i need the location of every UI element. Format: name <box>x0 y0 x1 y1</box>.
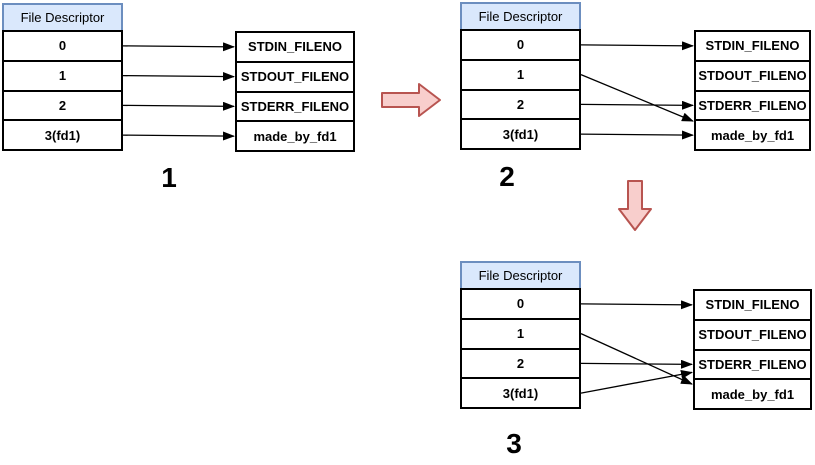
file-box-STDOUT_FILENO: STDOUT_FILENO <box>693 318 812 351</box>
connector-arrow-fd3(fd1)-to-STDERR_FILENO <box>580 369 693 394</box>
down-arrow-icon <box>618 180 652 231</box>
connector-arrow-fd2-to-STDERR_FILENO <box>580 359 693 369</box>
fd-row-1: 1 <box>2 59 123 92</box>
fd-row-3(fd1): 3(fd1) <box>460 118 581 150</box>
fd-row-2: 2 <box>2 89 123 122</box>
connector-arrow-fd0-to-STDIN_FILENO <box>580 300 693 310</box>
file-box-STDERR_FILENO: STDERR_FILENO <box>235 90 355 123</box>
fd-row-2: 2 <box>460 88 581 121</box>
file-box-STDIN_FILENO: STDIN_FILENO <box>693 289 812 321</box>
connector-arrow-fd2-to-STDERR_FILENO <box>122 101 235 111</box>
file-box-made_by_fd1: made_by_fd1 <box>235 120 355 152</box>
connector-arrow-fd2-to-STDERR_FILENO <box>580 100 694 110</box>
connector-arrow-fd0-to-STDIN_FILENO <box>580 41 694 51</box>
diagram-label-2: 2 <box>499 161 515 192</box>
fd-row-0: 0 <box>460 288 581 320</box>
fd-row-3(fd1): 3(fd1) <box>460 377 581 409</box>
connector-arrow-fd1-to-made_by_fd1 <box>580 333 693 385</box>
file-box-STDOUT_FILENO: STDOUT_FILENO <box>694 59 811 92</box>
fd-row-1: 1 <box>460 58 581 91</box>
fd-row-0: 0 <box>2 30 123 62</box>
file-box-STDERR_FILENO: STDERR_FILENO <box>693 348 812 381</box>
file-box-STDIN_FILENO: STDIN_FILENO <box>235 31 355 63</box>
right-arrow-icon <box>381 83 441 117</box>
connector-arrow-fd0-to-STDIN_FILENO <box>122 42 235 52</box>
fd-row-3(fd1): 3(fd1) <box>2 119 123 151</box>
file-box-STDOUT_FILENO: STDOUT_FILENO <box>235 60 355 93</box>
fd-row-2: 2 <box>460 347 581 380</box>
fd-table-header: File Descriptor <box>460 2 581 31</box>
file-box-STDERR_FILENO: STDERR_FILENO <box>694 89 811 122</box>
connector-arrow-fd3(fd1)-to-made_by_fd1 <box>580 130 694 140</box>
fd-row-1: 1 <box>460 317 581 350</box>
fd-row-0: 0 <box>460 29 581 61</box>
connector-arrow-fd3(fd1)-to-made_by_fd1 <box>122 131 235 141</box>
file-box-STDIN_FILENO: STDIN_FILENO <box>694 30 811 62</box>
fd-table-header: File Descriptor <box>2 3 123 32</box>
connector-arrow-fd1-to-made_by_fd1 <box>580 74 694 122</box>
diagram-label-1: 1 <box>161 162 177 193</box>
file-box-made_by_fd1: made_by_fd1 <box>693 378 812 410</box>
file-box-made_by_fd1: made_by_fd1 <box>694 119 811 151</box>
connector-arrow-fd1-to-STDOUT_FILENO <box>122 72 235 82</box>
diagram-label-3: 3 <box>506 428 522 459</box>
fd-table-header: File Descriptor <box>460 261 581 290</box>
